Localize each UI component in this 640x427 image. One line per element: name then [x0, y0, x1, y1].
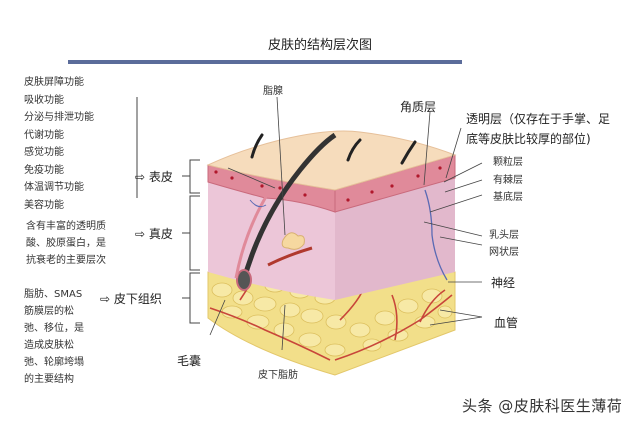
arrow-icon: ⇨	[135, 227, 146, 241]
arrow-icon: ⇨	[135, 170, 146, 184]
subcutaneous-note: 脂肪、SMAS 筋膜层的松 弛、移位，是 造成皮肤松 弛、轮廓垮塌 的主要结构	[24, 289, 84, 385]
stratum-granulosum-label: 颗粒层	[493, 157, 523, 168]
skin-function-list: 皮肤屏障功能 吸收功能 分泌与排泄功能 代谢功能 感觉功能 免疫功能 体温调节功…	[24, 74, 94, 214]
stratum-lucidum-label-1: 透明层（仅存在于手掌、足	[466, 112, 611, 126]
subcutaneous-fat-label: 皮下脂肪	[258, 370, 298, 381]
function-item: 体温调节功能	[24, 182, 84, 193]
subcutaneous-fat-block	[207, 271, 456, 376]
hair-follicle-label: 毛囊	[177, 354, 202, 368]
epidermis-label: ⇨ 表皮	[135, 170, 173, 184]
reticular-layer-label: 网状层	[489, 247, 519, 258]
function-item: 皮肤屏障功能	[24, 77, 84, 88]
function-item: 吸收功能	[24, 94, 64, 106]
title-underline	[68, 60, 462, 64]
watermark: 头条 @皮肤科医生薄荷	[462, 397, 623, 415]
stratum-spinosum-label: 有棘层	[493, 175, 523, 186]
stratum-lucidum-label-2: 底等皮肤比较厚的部位)	[466, 132, 591, 146]
diagram-title: 皮肤的结构层次图	[267, 38, 372, 53]
nerve-label: 神经	[491, 276, 516, 290]
sebaceous-gland-label: 脂腺	[263, 86, 283, 97]
dermis-label: ⇨ 真皮	[135, 227, 173, 241]
function-item: 代谢功能	[24, 129, 64, 141]
stratum-basale-label: 基底层	[493, 192, 523, 203]
function-item: 感觉功能	[24, 147, 64, 158]
arrow-icon: ⇨	[100, 292, 111, 306]
subcutaneous-label: ⇨ 皮下组织	[100, 292, 162, 306]
function-item: 免疫功能	[24, 164, 64, 176]
dermis-note: 含有丰富的透明质 酸、胶原蛋白，是 抗衰老的主要层次	[26, 221, 106, 266]
papillary-layer-label: 乳头层	[489, 230, 519, 241]
stratum-corneum-label: 角质层	[400, 100, 437, 114]
blood-vessel-label: 血管	[494, 316, 519, 330]
function-item: 分泌与排泄功能	[24, 112, 94, 123]
function-item: 美容功能	[24, 199, 64, 211]
